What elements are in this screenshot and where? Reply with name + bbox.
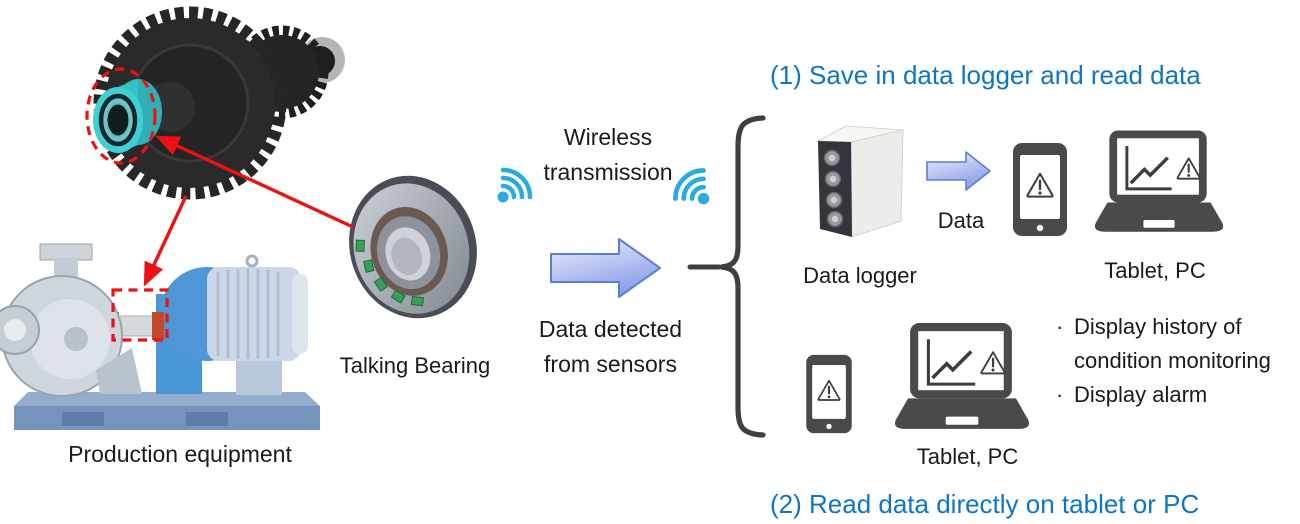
data-logger-illustration (812, 120, 907, 242)
pump-casing (0, 243, 142, 397)
production-equipment-label: Production equipment (68, 441, 292, 467)
data-logger-label: Data logger (803, 263, 917, 288)
laptop-icon-bottom (884, 322, 1040, 436)
logger-connectors (823, 149, 844, 228)
bullet-dot: · (1056, 314, 1064, 339)
data-label: Data (937, 208, 985, 233)
bullet-dot: · (1056, 382, 1064, 407)
red-arrow-to-pump-bearing (143, 195, 188, 287)
red-dashed-ellipse-callout (85, 67, 157, 165)
gear-shaft-illustration (20, 0, 360, 235)
data-arrow-icon (926, 150, 992, 192)
wireless-transmission-label: Wireless transmission (543, 124, 673, 185)
talking-bearing-illustration (338, 168, 488, 326)
note-item-2: · Display alarm (1056, 378, 1286, 412)
home-button (1036, 224, 1044, 232)
curly-brace (720, 115, 766, 438)
data-detected-label: Data detected from sensors (538, 316, 683, 377)
option1-heading: (1) Save in data logger and read data (770, 60, 1201, 90)
trackpad-notch (945, 416, 979, 425)
note-item-1: · Display history of condition monitorin… (1056, 310, 1286, 378)
tablet-icon-top (1012, 142, 1068, 237)
option2-heading: (2) Read data directly on tablet or PC (770, 489, 1200, 519)
red-dashed-rect-callout (111, 288, 169, 342)
trend-chart-icon (1125, 146, 1172, 191)
home-button (826, 423, 832, 430)
baseplate (14, 392, 320, 430)
trackpad-notch (1143, 220, 1175, 228)
tablet-pc-label-top: Tablet, PC (1104, 258, 1206, 283)
pump-motor-illustration (0, 242, 335, 437)
tablet-pc-label-bottom: Tablet, PC (916, 444, 1019, 469)
tablet-icon-bottom (805, 354, 853, 434)
talking-bearing-label: Talking Bearing (339, 353, 491, 378)
flow-arrow-icon (549, 235, 663, 301)
notes-list: · Display history of condition monitorin… (1056, 310, 1286, 412)
sensor-circuit-chips (355, 239, 424, 307)
motor (156, 254, 308, 395)
wifi-icon-right (667, 158, 713, 208)
red-arrow-to-gear-bearing (155, 135, 354, 229)
wifi-icon-left (494, 158, 538, 206)
laptop-icon-top (1086, 128, 1232, 240)
trend-chart-icon (926, 339, 976, 386)
